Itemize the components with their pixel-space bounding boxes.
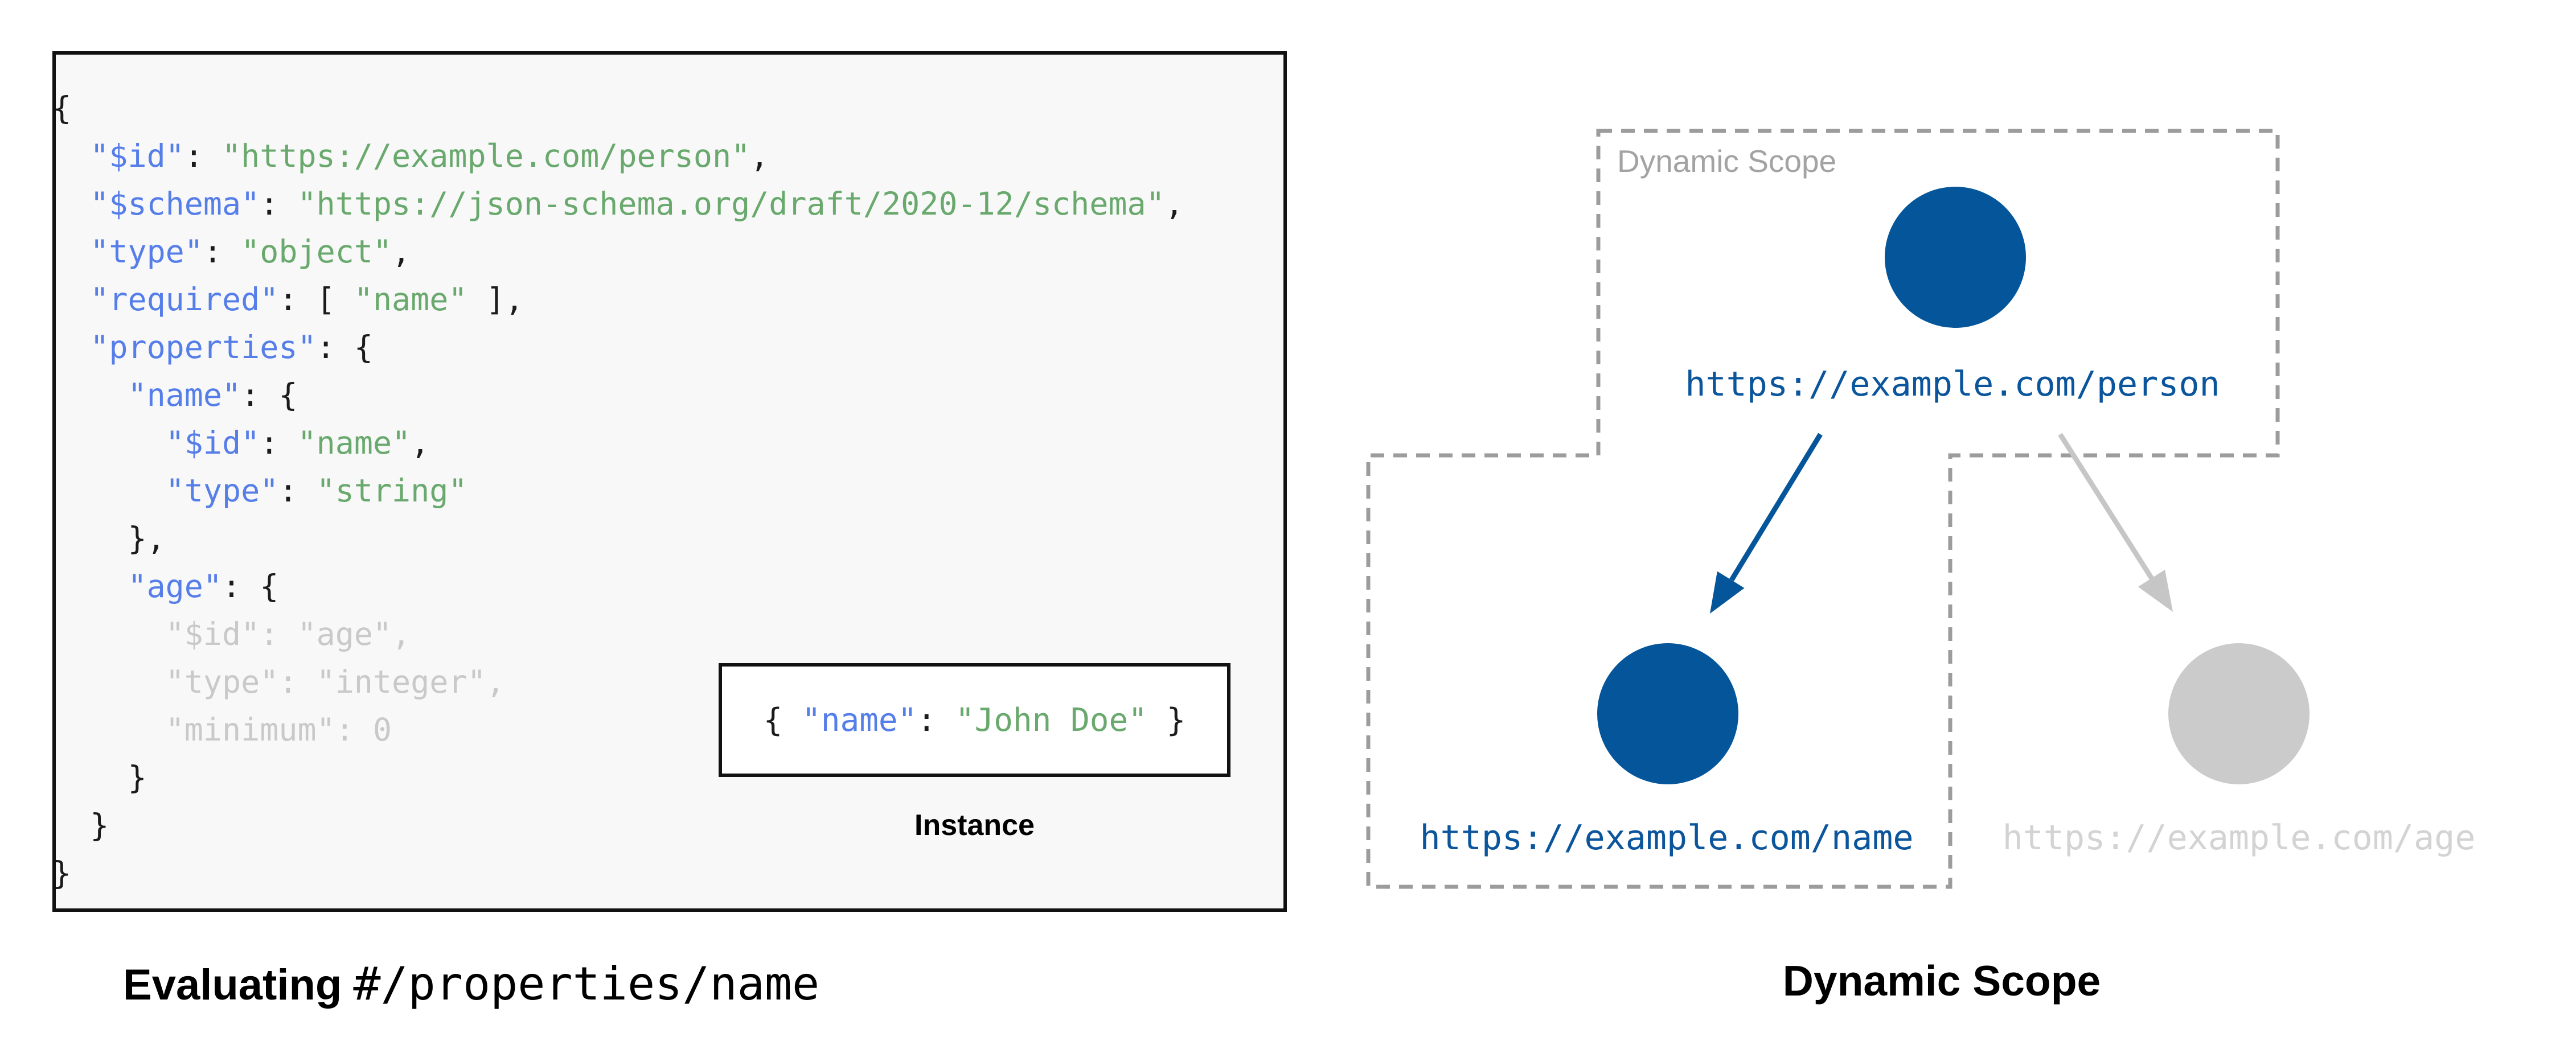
code-segment: "John Doe": [955, 701, 1147, 739]
code-line: "$id": "name",: [52, 419, 1287, 467]
code-line: "$id": "https://example.com/person",: [52, 132, 1287, 180]
code-segment: : [: [278, 281, 354, 318]
code-segment: "$id": [90, 138, 184, 174]
code-segment: : {: [316, 329, 373, 365]
code-segment: "$schema": [90, 186, 260, 222]
code-segment: }: [52, 759, 147, 796]
code-line: "$schema": "https://json-schema.org/draf…: [52, 180, 1287, 228]
arrowhead-person-to-age: [2138, 569, 2173, 612]
code-segment: "name": [297, 425, 411, 461]
instance-code: { "name": "John Doe" }: [764, 702, 1186, 739]
code-segment: :: [203, 233, 241, 270]
code-segment: :: [917, 701, 955, 739]
code-segment: ,: [411, 425, 430, 461]
code-line: "type": "integer",: [52, 658, 1287, 706]
name-node-label: https://example.com/name: [1420, 818, 1914, 858]
code-line: }: [52, 849, 1287, 897]
code-line: "age": {: [52, 562, 1287, 610]
code-segment: },: [52, 520, 166, 557]
code-line: "type": "object",: [52, 228, 1287, 275]
code-line: }: [52, 754, 1287, 801]
code-line: "$id": "age",: [52, 610, 1287, 658]
evaluating-caption: Evaluating#/properties/name: [123, 957, 819, 1010]
name-node-circle: [1597, 643, 1738, 784]
code-line: },: [52, 515, 1287, 562]
instance-box: { "name": "John Doe" }: [719, 663, 1230, 777]
code-segment: }: [1147, 701, 1186, 739]
person-node-label: https://example.com/person: [1685, 364, 2220, 404]
code-line: "properties": {: [52, 323, 1287, 371]
arrowhead-person-to-name: [1710, 571, 1745, 614]
code-segment: ],: [467, 281, 524, 318]
code-segment: "name": [354, 281, 467, 318]
schema-code: { "$id": "https://example.com/person", "…: [52, 84, 1287, 897]
code-segment: ,: [392, 233, 411, 270]
code-segment: "object": [241, 233, 392, 270]
code-segment: "$id": "age",: [52, 616, 411, 652]
code-segment: {: [52, 90, 72, 126]
edge-person-to-age: [2058, 433, 2155, 581]
code-segment: "type": [165, 472, 279, 509]
dynamic-scope-tag: Dynamic Scope: [1617, 143, 1836, 179]
code-segment: :: [260, 425, 298, 461]
code-segment: "string": [316, 472, 467, 509]
code-segment: }: [52, 807, 109, 844]
code-segment: "name": [802, 701, 917, 739]
code-line: "required": [ "name" ],: [52, 275, 1287, 323]
dynamic-scope-outline: [1366, 129, 2280, 889]
code-line: "type": "string": [52, 467, 1287, 515]
evaluating-caption-bold: Evaluating: [123, 961, 342, 1009]
instance-label: Instance: [914, 809, 1035, 842]
code-line: "minimum": 0: [52, 706, 1287, 754]
code-segment: :: [184, 138, 223, 174]
code-segment: "https://example.com/person": [222, 138, 750, 174]
dynamic-scope-caption: Dynamic Scope: [1782, 957, 2101, 1005]
age-node-circle: [2168, 643, 2310, 784]
code-line: }: [52, 801, 1287, 849]
age-node-label: https://example.com/age: [2003, 818, 2476, 858]
code-segment: :: [260, 186, 298, 222]
code-segment: "type": [90, 233, 203, 270]
edge-person-to-name: [1729, 433, 1823, 582]
code-segment: : {: [222, 568, 279, 604]
code-segment: "name": [128, 377, 241, 413]
person-node-circle: [1885, 187, 2026, 328]
evaluating-caption-pointer: #/properties/name: [353, 957, 820, 1010]
code-segment: "required": [90, 281, 279, 318]
code-line: {: [52, 84, 1287, 132]
code-segment: "age": [128, 568, 223, 604]
code-segment: :: [278, 472, 317, 509]
code-segment: "properties": [90, 329, 317, 365]
code-segment: ,: [750, 138, 769, 174]
code-segment: {: [763, 701, 802, 739]
code-segment: "type": "integer",: [52, 664, 505, 700]
code-segment: "https://json-schema.org/draft/2020-12/s…: [297, 186, 1165, 222]
code-segment: "minimum": 0: [52, 711, 392, 748]
code-segment: : {: [241, 377, 298, 413]
code-segment: ,: [1164, 186, 1184, 222]
code-segment: "$id": [165, 425, 260, 461]
code-segment: }: [52, 855, 72, 891]
code-line: "name": {: [52, 371, 1287, 419]
